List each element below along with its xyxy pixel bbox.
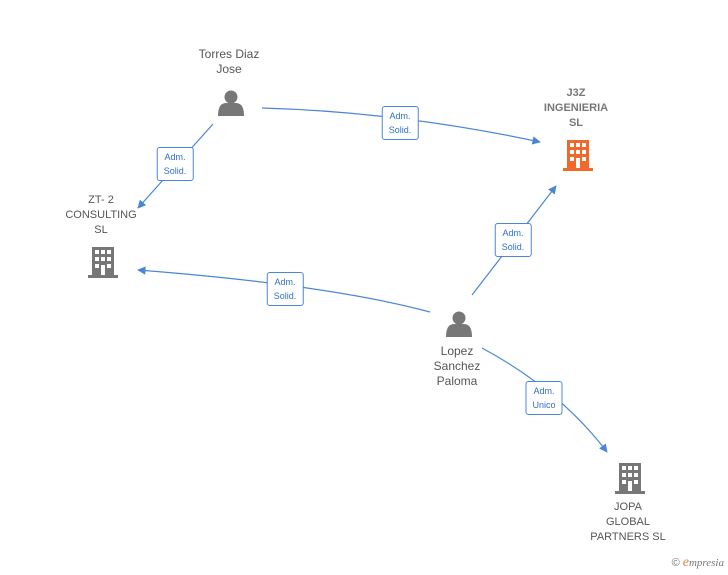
node-label-j3z[interactable]: J3Z INGENIERIA SL [543,87,609,129]
node-label-jopa[interactable]: JOPA GLOBAL PARTNERS SL [590,501,666,543]
edge-label-lopez-jopa[interactable]: Adm. Unico [525,381,563,415]
empresia-logo-initial: e [682,555,689,570]
node-label-zt2[interactable]: ZT- 2 CONSULTING SL [65,194,137,236]
edge-lopez-zt2 [137,266,431,313]
building-icon[interactable] [563,140,593,171]
empresia-logo-text: mpresia [688,557,724,569]
node-label-lopez[interactable]: Lopez Sanchez Paloma [433,344,481,388]
building-icon[interactable] [88,247,118,278]
person-icon[interactable] [446,311,472,338]
person-icon[interactable] [218,90,244,117]
edge-label-torres-j3z[interactable]: Adm. Solid. [381,106,419,140]
building-icon[interactable] [615,463,645,494]
edge-label-torres-zt2[interactable]: Adm. Solid. [156,147,194,181]
copyright-icon: © [671,557,680,569]
node-label-torres[interactable]: Torres Diaz Jose [198,47,260,76]
empresia-credit[interactable]: ©empresia [672,555,724,571]
edge-label-lopez-zt2[interactable]: Adm. Solid. [266,272,304,306]
edge-label-lopez-j3z[interactable]: Adm. Solid. [494,223,532,257]
